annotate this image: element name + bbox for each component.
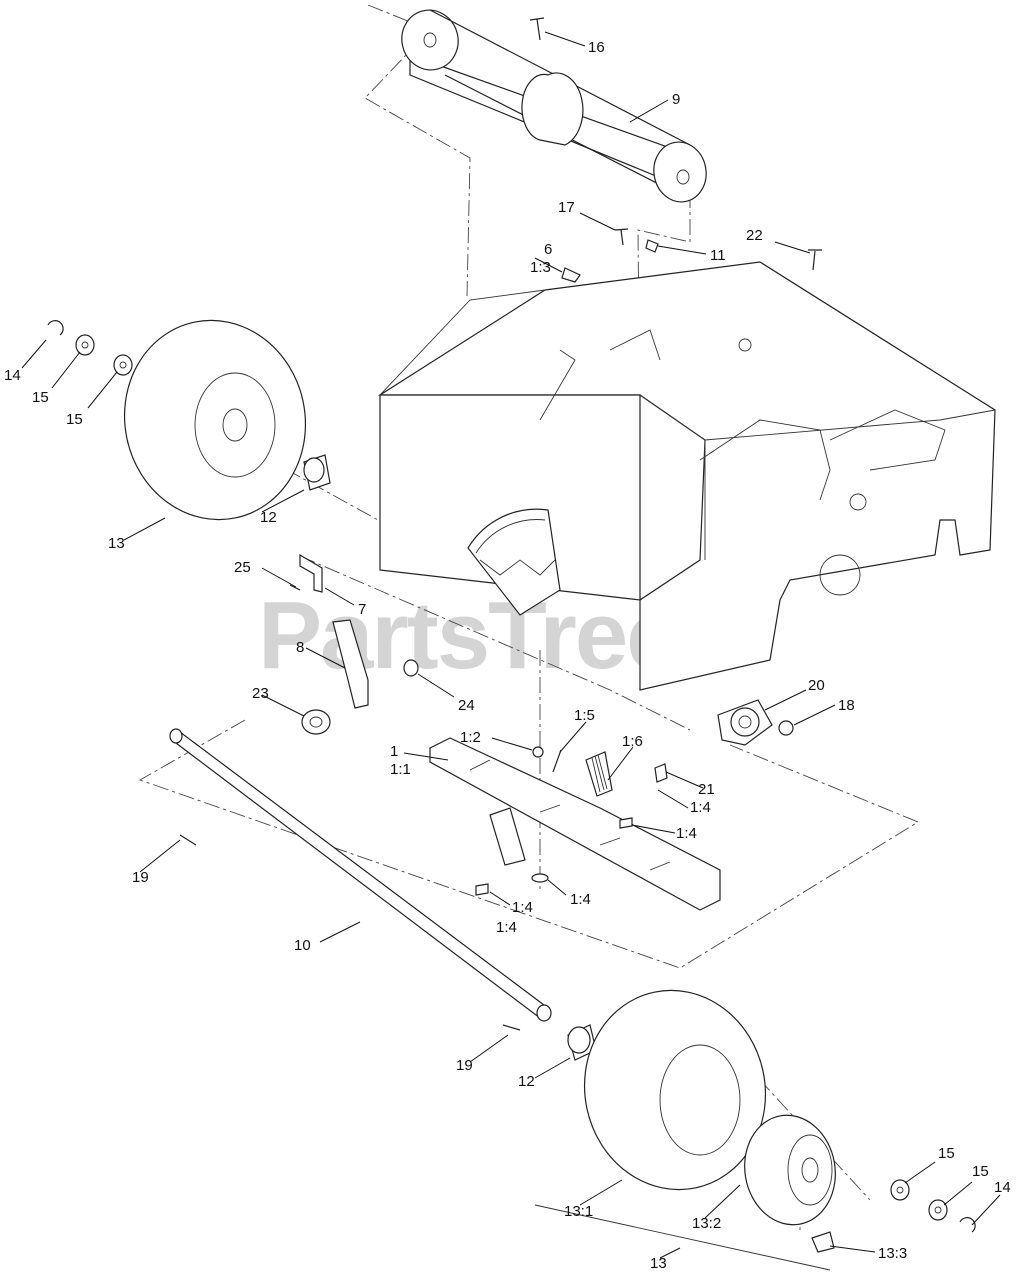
callout-25: 25 — [234, 559, 251, 576]
bolt-22 — [808, 249, 822, 271]
spacer-21 — [654, 763, 668, 783]
callout-1-3: 1:3 — [530, 259, 551, 276]
fastener-1-4-a — [619, 817, 633, 829]
callout-19-right: 19 — [456, 1057, 473, 1074]
callout-22: 22 — [746, 227, 763, 244]
bolt-1-5 — [552, 749, 562, 773]
callout-18: 18 — [838, 697, 855, 714]
knob-23 — [301, 709, 331, 735]
callout-15-right-a: 15 — [938, 1145, 955, 1162]
callout-6: 6 — [544, 241, 552, 258]
callout-1-2: 1:2 — [460, 729, 481, 746]
callout-labels: 16 9 17 6 1:3 11 22 14 15 15 12 13 25 7 … — [4, 39, 1011, 1272]
callout-12-right: 12 — [518, 1073, 535, 1090]
callout-23: 23 — [252, 685, 269, 702]
left-wheel-13 — [123, 319, 307, 521]
fastener-1-4-b — [475, 883, 489, 896]
callout-15-right-b: 15 — [972, 1163, 989, 1180]
bearing-20 — [717, 699, 773, 746]
watermark: PartsTree — [258, 582, 678, 689]
washer-24 — [403, 659, 419, 677]
chassis-frame — [377, 261, 996, 691]
callout-21: 21 — [698, 781, 715, 798]
rim-13-2 — [744, 1114, 836, 1226]
bushing-12-right — [567, 1024, 597, 1061]
bolt-17 — [614, 228, 629, 246]
callout-12-left: 12 — [260, 509, 277, 526]
depth-gauge-dial — [467, 508, 561, 616]
bolt-6 — [561, 267, 581, 283]
bracket-7 — [289, 553, 323, 593]
nut-1-2 — [532, 746, 544, 758]
spring-1-6 — [585, 751, 613, 797]
group-bracket-13 — [534, 1204, 831, 1271]
depth-plate-1 — [429, 737, 721, 911]
callout-17: 17 — [558, 199, 575, 216]
callout-1-4-c: 1:4 — [570, 891, 591, 908]
callout-8: 8 — [296, 639, 304, 656]
callout-19-left: 19 — [132, 869, 149, 886]
callout-1-4-d: 1:4 — [512, 899, 533, 916]
bushing-12-left — [303, 454, 331, 491]
callout-16: 16 — [588, 39, 605, 56]
nut-18 — [778, 720, 794, 736]
washer-1-4-c — [531, 873, 549, 883]
callout-10: 10 — [294, 937, 311, 954]
callout-14-right: 14 — [994, 1179, 1011, 1196]
callout-15-left-a: 15 — [32, 389, 49, 406]
axle-10 — [169, 728, 552, 1022]
callout-1-6: 1:6 — [622, 733, 643, 750]
callout-7: 7 — [358, 601, 366, 618]
callout-13-2: 13:2 — [692, 1215, 721, 1232]
callout-13-left: 13 — [108, 535, 125, 552]
phantom-line-roller — [364, 4, 471, 297]
leader-lines — [21, 31, 1001, 1259]
roller-9 — [401, 9, 707, 203]
callout-13-3: 13:3 — [878, 1245, 907, 1262]
right-wheel-tire-13-1 — [583, 989, 767, 1191]
callout-9: 9 — [672, 91, 680, 108]
callout-13-1: 13:1 — [564, 1203, 593, 1220]
callout-14-left: 14 — [4, 367, 21, 384]
callout-1: 1 — [390, 743, 398, 760]
valve-13-3 — [811, 1231, 835, 1253]
bolt-16 — [529, 17, 545, 41]
callout-11: 11 — [710, 247, 726, 264]
pin-19-right — [502, 1024, 521, 1031]
callout-1-1: 1:1 — [390, 761, 411, 778]
callout-24: 24 — [458, 697, 475, 714]
callout-20: 20 — [808, 677, 825, 694]
callout-15-left-b: 15 — [66, 411, 83, 428]
phantom-line-axle-box — [138, 719, 919, 969]
callout-13-group: 13 — [650, 1255, 667, 1272]
bolt-11 — [645, 239, 659, 253]
pin-19-left — [179, 834, 197, 846]
callout-1-4-b: 1:4 — [676, 825, 697, 842]
callout-1-5: 1:5 — [574, 707, 595, 724]
lever-8 — [332, 619, 369, 709]
right-washers — [890, 1179, 976, 1233]
callout-1-4-a: 1:4 — [690, 799, 711, 816]
left-washers — [47, 320, 133, 376]
phantom-line-bracket — [299, 555, 691, 731]
callout-1-4-e: 1:4 — [496, 919, 517, 936]
